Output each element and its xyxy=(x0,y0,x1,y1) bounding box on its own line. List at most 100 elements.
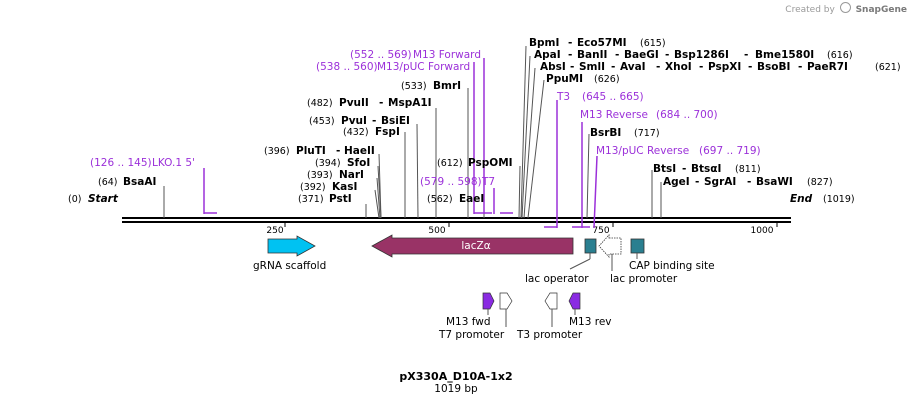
enzyme-separator: - xyxy=(695,176,699,188)
primer-range: (684 .. 700) xyxy=(656,109,718,121)
enzyme-label: BmrI xyxy=(433,80,461,92)
feature-label: M13 fwd xyxy=(446,316,491,328)
start-label: Start xyxy=(88,193,119,205)
enzyme-separator: - xyxy=(615,49,619,61)
m13-rev-feature xyxy=(568,292,581,315)
enzyme-separator: - xyxy=(798,61,802,73)
enzyme-label: ApaI xyxy=(534,49,561,61)
primer-label: LKO.1 5' xyxy=(152,157,195,169)
enzyme-separator: - xyxy=(570,61,574,73)
feature-label: T3 promoter xyxy=(516,329,583,341)
credit-brand: SnapGene xyxy=(855,5,907,15)
feature-label: lac promoter xyxy=(610,273,678,285)
tick-label: 500 xyxy=(428,226,445,236)
primer-range: (552 .. 569) xyxy=(350,49,412,61)
enzyme-separator: - xyxy=(747,176,751,188)
enzyme-label: BaeGI xyxy=(624,49,659,61)
enzyme-label: PspOMI xyxy=(468,157,513,169)
enzyme-label: AvaI xyxy=(620,61,646,73)
enzyme-separator: - xyxy=(699,61,703,73)
grna-scaffold-feature xyxy=(267,235,316,257)
enzyme-label: PspXI xyxy=(708,61,741,73)
enzyme-separator: - xyxy=(611,61,615,73)
site-position: (394) xyxy=(315,158,341,169)
plasmid-length: 1019 bp xyxy=(434,383,478,395)
enzyme-separator: - xyxy=(568,37,572,49)
enzyme-label: Bsp1286I xyxy=(674,49,729,61)
site-lines xyxy=(163,45,662,219)
enzyme-separator: - xyxy=(682,163,686,175)
feature-label: lac operator xyxy=(525,273,589,285)
feature-label: lacZα xyxy=(461,240,490,252)
enzyme-label: PstI xyxy=(329,193,352,205)
primer-range: (579 .. 598) xyxy=(420,176,482,188)
site-position: (811) xyxy=(735,164,761,175)
enzyme-label: BsrBI xyxy=(590,127,621,139)
lac-operator-feature xyxy=(569,238,597,270)
enzyme-label: BsiEI xyxy=(381,115,410,127)
enzyme-separator: - xyxy=(665,49,669,61)
site-position: (64) xyxy=(98,177,118,188)
snapgene-credit: Created by SnapGene xyxy=(785,2,907,15)
primer-label: M13 Reverse xyxy=(580,109,648,121)
feature-label: CAP binding site xyxy=(629,260,715,272)
ruler: 250 500 750 1000 xyxy=(266,222,778,236)
enzyme-label: MspA1I xyxy=(388,97,432,109)
enzyme-label: PvuI xyxy=(341,115,367,127)
site-position: (371) xyxy=(298,194,324,205)
enzyme-separator: - xyxy=(568,49,572,61)
enzyme-label: BsaWI xyxy=(756,176,793,188)
enzyme-label: NarI xyxy=(339,169,364,181)
end-position: (1019) xyxy=(823,194,855,205)
enzyme-label: AbsI xyxy=(540,61,566,73)
enzyme-separator: - xyxy=(336,145,340,157)
primer-range: (697 .. 719) xyxy=(699,145,761,157)
site-position: (533) xyxy=(401,81,427,92)
enzyme-separator: - xyxy=(656,61,660,73)
primer-label: T3 xyxy=(556,91,570,103)
enzyme-label: BtsI xyxy=(653,163,676,175)
site-position: (453) xyxy=(309,116,335,127)
primer-marks xyxy=(203,58,598,229)
site-position: (392) xyxy=(300,182,326,193)
site-position: (621) xyxy=(875,62,901,73)
feature-label: T7 promoter xyxy=(438,329,505,341)
primer-label: M13/pUC Reverse xyxy=(596,145,689,157)
sequence-backbone xyxy=(122,217,791,223)
m13-fwd-feature xyxy=(482,292,495,315)
feature-label: M13 rev xyxy=(569,316,612,328)
enzyme-label: SgrAI xyxy=(704,176,736,188)
snapgene-logo-icon xyxy=(839,2,851,13)
site-position: (615) xyxy=(640,38,666,49)
lacza-feature xyxy=(371,234,574,258)
enzyme-label: PluTI xyxy=(296,145,326,157)
t7-promoter-feature xyxy=(499,292,513,327)
enzyme-separator: - xyxy=(379,97,383,109)
enzyme-label: Bme1580I xyxy=(755,49,814,61)
enzyme-label: BsoBI xyxy=(757,61,790,73)
tick-label: 750 xyxy=(592,226,609,236)
tick-label: 1000 xyxy=(751,226,774,236)
enzyme-label: Eco57MI xyxy=(577,37,627,49)
enzyme-label: SmlI xyxy=(579,61,605,73)
site-position: (432) xyxy=(343,127,369,138)
enzyme-label: KasI xyxy=(332,181,357,193)
enzyme-separator: - xyxy=(744,49,748,61)
plasmid-name: pX330A_D10A-1x2 xyxy=(399,370,512,383)
lac-promoter-feature xyxy=(598,233,622,271)
t3-promoter-feature xyxy=(544,292,558,327)
enzyme-label: PpuMI xyxy=(546,73,583,85)
enzyme-label: AgeI xyxy=(663,176,690,188)
enzyme-label: BtsαI xyxy=(691,163,721,175)
enzyme-label: BanII xyxy=(577,49,607,61)
primer-label: M13 Forward xyxy=(413,49,481,61)
enzyme-label: HaeII xyxy=(344,145,375,157)
enzyme-label: SfoI xyxy=(347,157,370,169)
feature-label: gRNA scaffold xyxy=(253,260,326,272)
enzyme-label: XhoI xyxy=(665,61,692,73)
site-position: (612) xyxy=(437,158,463,169)
site-position: (827) xyxy=(807,177,833,188)
enzyme-label: FspI xyxy=(375,126,400,138)
end-label: End xyxy=(790,193,813,205)
